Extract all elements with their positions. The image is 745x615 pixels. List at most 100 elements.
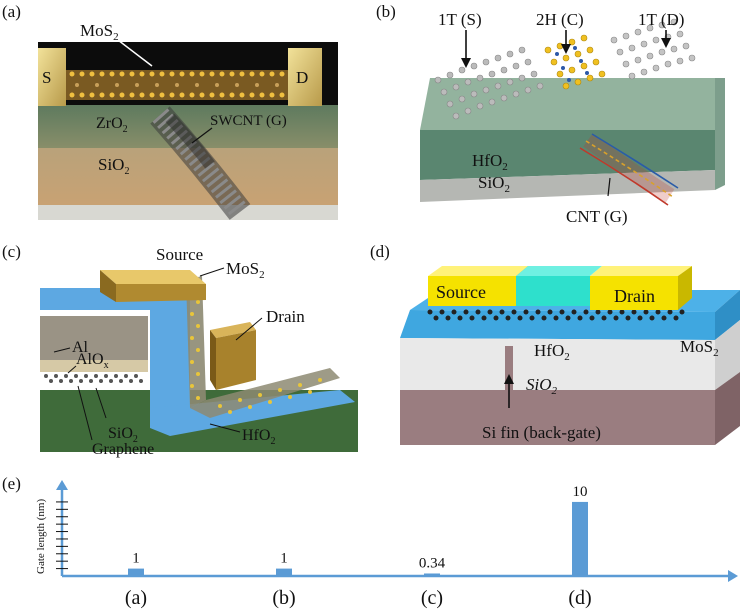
mos2-film: [186, 276, 340, 418]
swcnt-label: SWCNT (G): [210, 113, 287, 129]
si-fin-label: Si fin (back-gate): [482, 423, 601, 442]
si-fin-side-face: [715, 372, 740, 445]
al-block: [40, 316, 148, 360]
source-label: Source: [436, 282, 486, 302]
si-fin-arrowhead: [504, 374, 514, 384]
drain-contact: [210, 322, 256, 390]
mos2-label: MoS2: [680, 337, 719, 359]
cnt-pointer: [607, 177, 611, 197]
panel-b-illustration: 1T (S) 2H (C) 1T (D) HfO2 SiO2 CNT (G): [420, 10, 725, 226]
sio2-layer: [400, 338, 715, 390]
mos2-pointer: [199, 267, 225, 277]
hfo2-label: HfO2: [534, 341, 570, 363]
drain-label: D: [296, 68, 308, 87]
1t-drain-region: [610, 18, 696, 80]
drain-pointer: [235, 317, 263, 341]
panel-c-label: (c): [2, 242, 21, 261]
substrate-layer: [38, 205, 338, 220]
cnt-gate: [579, 133, 679, 206]
chart-y-ticks: [56, 501, 68, 570]
panel-b: (b): [370, 0, 745, 240]
sio2-label: SiO2: [98, 155, 129, 177]
hfo2-wrap-bottom: [150, 390, 355, 436]
source-contact: [100, 270, 206, 302]
mos2-label: MoS2: [226, 259, 265, 281]
sio2-front-face: [420, 170, 715, 202]
hfo2-front-face: [420, 130, 715, 180]
hfo2-wrap-left: [40, 288, 190, 428]
channel-gate-block: [516, 266, 602, 306]
chart-bar-value-label: 0.34: [419, 555, 446, 571]
chart-y-axis-label: Gate length (nm): [35, 499, 47, 574]
hfo2-label: HfO2: [472, 151, 508, 173]
chart-value-labels: 1 1 0.34 10: [132, 484, 587, 572]
panel-a-label: (a): [2, 2, 21, 21]
chart-category-label: (b): [272, 587, 295, 609]
graphene-layer: [44, 374, 143, 383]
panel-a-illustration: MoS2 S D ZrO2 SWCNT (G) SiO2: [38, 21, 338, 220]
mos2-label: MoS2: [80, 21, 119, 43]
hfo2-top-face: [420, 78, 725, 130]
drain-label: Drain: [614, 286, 655, 306]
chart-bar: [572, 501, 588, 576]
alox-pointer: [67, 365, 77, 374]
chart-category-label: (d): [568, 587, 591, 609]
chart-bar-value-label: 1: [280, 551, 288, 567]
1t-drain-label: 1T (D): [638, 10, 684, 29]
panel-d-label: (d): [370, 242, 390, 261]
swcnt-pointer: [191, 127, 213, 144]
panel-e: (e) 1 1 0.34 10 (a) (b) (c) (d) Gate length (n…: [0, 470, 745, 615]
si-fin-pillar: [505, 346, 513, 390]
chart-y-axis-arrowhead: [56, 480, 68, 490]
chart-bar: [276, 568, 292, 576]
alox-label: AlOx: [76, 351, 109, 371]
sio2-label: SiO2: [526, 375, 558, 397]
1t-source-region: [434, 46, 544, 120]
2h-arrowhead: [561, 44, 571, 54]
graphene-pointer: [77, 385, 93, 441]
source-contact: [38, 48, 66, 106]
drain-label: Drain: [266, 307, 305, 326]
2h-channel-region: [544, 34, 606, 90]
source-label: S: [42, 68, 51, 87]
chart-bars: [128, 501, 588, 576]
panel-d-illustration: Source Drain HfO2 MoS2 SiO2 Si fin (back…: [400, 266, 740, 445]
sio2-side-face: [715, 320, 740, 390]
panel-c: (c): [0, 240, 360, 470]
gate-length-chart: 1 1 0.34 10 (a) (b) (c) (d) Gate length (nm): [35, 480, 738, 609]
chart-bar-value-label: 1: [132, 551, 140, 567]
hfo2-pointer: [209, 423, 241, 433]
chart-category-label: (a): [125, 587, 147, 609]
chart-category-label: (c): [421, 587, 443, 609]
al-pointer: [53, 347, 71, 353]
sio2-label: SiO2: [108, 425, 138, 445]
drain-contact: [590, 266, 692, 310]
graphene-label: Graphene: [92, 441, 154, 458]
drain-contact: [288, 48, 322, 106]
source-label: Source: [156, 245, 203, 264]
si-fin-layer: [400, 390, 715, 445]
panel-a: (a): [0, 0, 360, 225]
panel-b-label: (b): [376, 2, 396, 21]
panel-c-illustration: Source MoS2 Drain Al AlOx SiO2 Graphene …: [40, 245, 358, 458]
chart-bar-value-label: 10: [573, 484, 588, 500]
cnt-label: CNT (G): [566, 207, 628, 226]
zro2-label: ZrO2: [96, 115, 128, 135]
mos2-channel: [66, 70, 288, 100]
2h-channel-label: 2H (C): [536, 10, 584, 29]
alox-layer: [40, 360, 148, 372]
chart-axes: [56, 480, 738, 582]
chart-bar: [424, 573, 440, 576]
panel-e-label: (e): [2, 474, 21, 493]
1t-drain-arrowhead: [661, 38, 671, 48]
hfo2-front-face: [400, 310, 715, 340]
chart-x-axis-arrowhead: [728, 570, 738, 582]
1t-source-arrowhead: [461, 58, 471, 68]
sio2-label: SiO2: [478, 173, 510, 195]
sio2-pointer: [95, 387, 107, 419]
panel-d: (d) Source Drain HfO2: [370, 240, 745, 470]
1t-source-label: 1T (S): [438, 10, 482, 29]
hfo2-side-face: [715, 290, 740, 340]
hfo2-label: HfO2: [242, 427, 275, 447]
mos2-pointer: [117, 39, 153, 67]
